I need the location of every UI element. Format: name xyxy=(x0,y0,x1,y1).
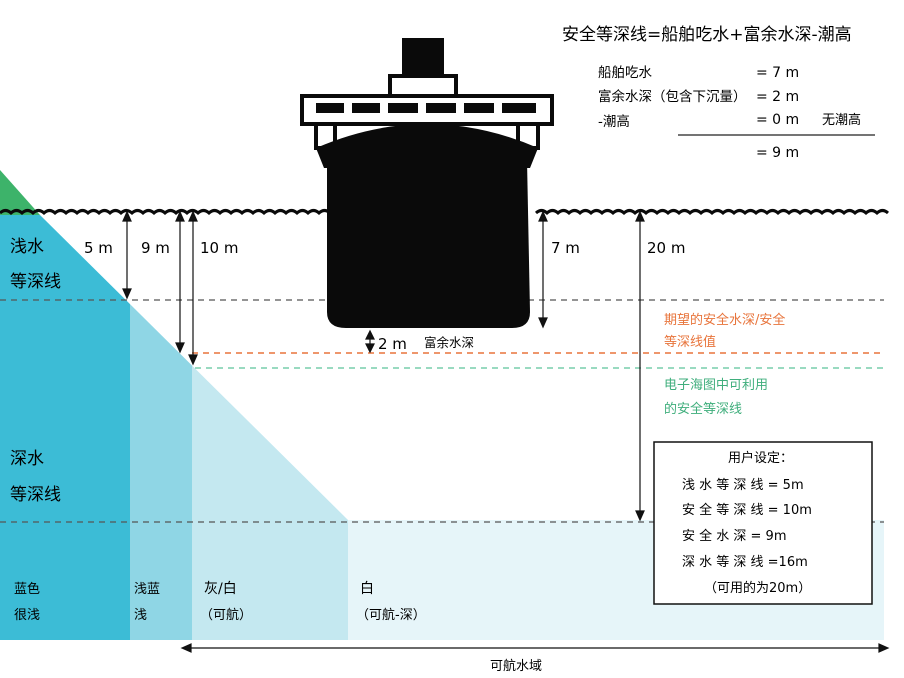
zone-label: 白 xyxy=(360,581,374,597)
depth-label-20m: 20 m xyxy=(647,239,685,257)
formula-row-value: = 7 m xyxy=(756,65,799,81)
ukc-value: 2 m xyxy=(378,335,407,353)
settings-title: 用户设定： xyxy=(728,450,793,466)
zone-label: （可航） xyxy=(200,607,252,623)
shallow-contour-label: 浅水 xyxy=(10,237,44,257)
water-surface xyxy=(0,209,890,216)
land-wedge xyxy=(0,170,40,215)
zone-label: （可航-深） xyxy=(356,607,426,623)
formula-row-label: -潮高 xyxy=(598,113,630,130)
formula-result: = 9 m xyxy=(756,145,799,161)
settings-row: 浅 水 等 深 线 = 5m xyxy=(682,477,804,493)
zone-label: 灰/白 xyxy=(204,581,237,597)
formula-row-label: 船舶吃水 xyxy=(598,65,652,81)
settings-row: 深 水 等 深 线 =16m xyxy=(682,554,808,570)
ship-funnel xyxy=(402,38,444,78)
depth-label-5m: 5 m xyxy=(84,239,113,257)
zone-label: 浅 xyxy=(134,608,147,623)
draft-label: 7 m xyxy=(551,239,580,257)
zone-label: 很浅 xyxy=(14,608,40,623)
formula-row-value: = 2 m xyxy=(756,89,799,105)
settings-box xyxy=(653,441,873,605)
ship-hull xyxy=(327,160,530,328)
ukc-label: 富余水深 xyxy=(424,335,474,350)
navigable-label: 可航水域 xyxy=(490,658,542,674)
settings-row: （可用的为20m） xyxy=(704,580,811,596)
orange-annotation: 等深线值 xyxy=(664,334,716,350)
depth-label-10m: 10 m xyxy=(200,239,238,257)
depth-label-9m: 9 m xyxy=(141,239,170,257)
settings-row: 安 全 等 深 线 = 10m xyxy=(682,502,812,518)
formula-title: 安全等深线=船舶吃水+富余水深-潮高 xyxy=(562,25,852,45)
shallow-contour-label: 等深线 xyxy=(10,272,61,292)
seabed-slope xyxy=(0,215,348,640)
depth-arrows xyxy=(122,210,890,653)
orange-annotation: 期望的安全水深/安全 xyxy=(664,312,785,328)
zone-shallow xyxy=(130,215,192,640)
deep-contour-label: 等深线 xyxy=(10,485,61,505)
formula-row-label: 富余水深（包含下沉量） xyxy=(598,88,747,105)
deep-contour-label: 深水 xyxy=(10,449,44,469)
settings-row: 安 全 水 深 = 9m xyxy=(682,528,787,544)
green-annotation: 的安全等深线 xyxy=(664,401,742,417)
formula-row-note: 无潮高 xyxy=(822,112,861,128)
formula-row-value: = 0 m xyxy=(756,112,799,128)
ship xyxy=(300,38,554,328)
zone-very-shallow xyxy=(0,215,130,640)
zone-label: 浅蓝 xyxy=(134,582,160,597)
zone-label: 蓝色 xyxy=(14,581,40,597)
green-annotation: 电子海图中可利用 xyxy=(664,378,768,393)
